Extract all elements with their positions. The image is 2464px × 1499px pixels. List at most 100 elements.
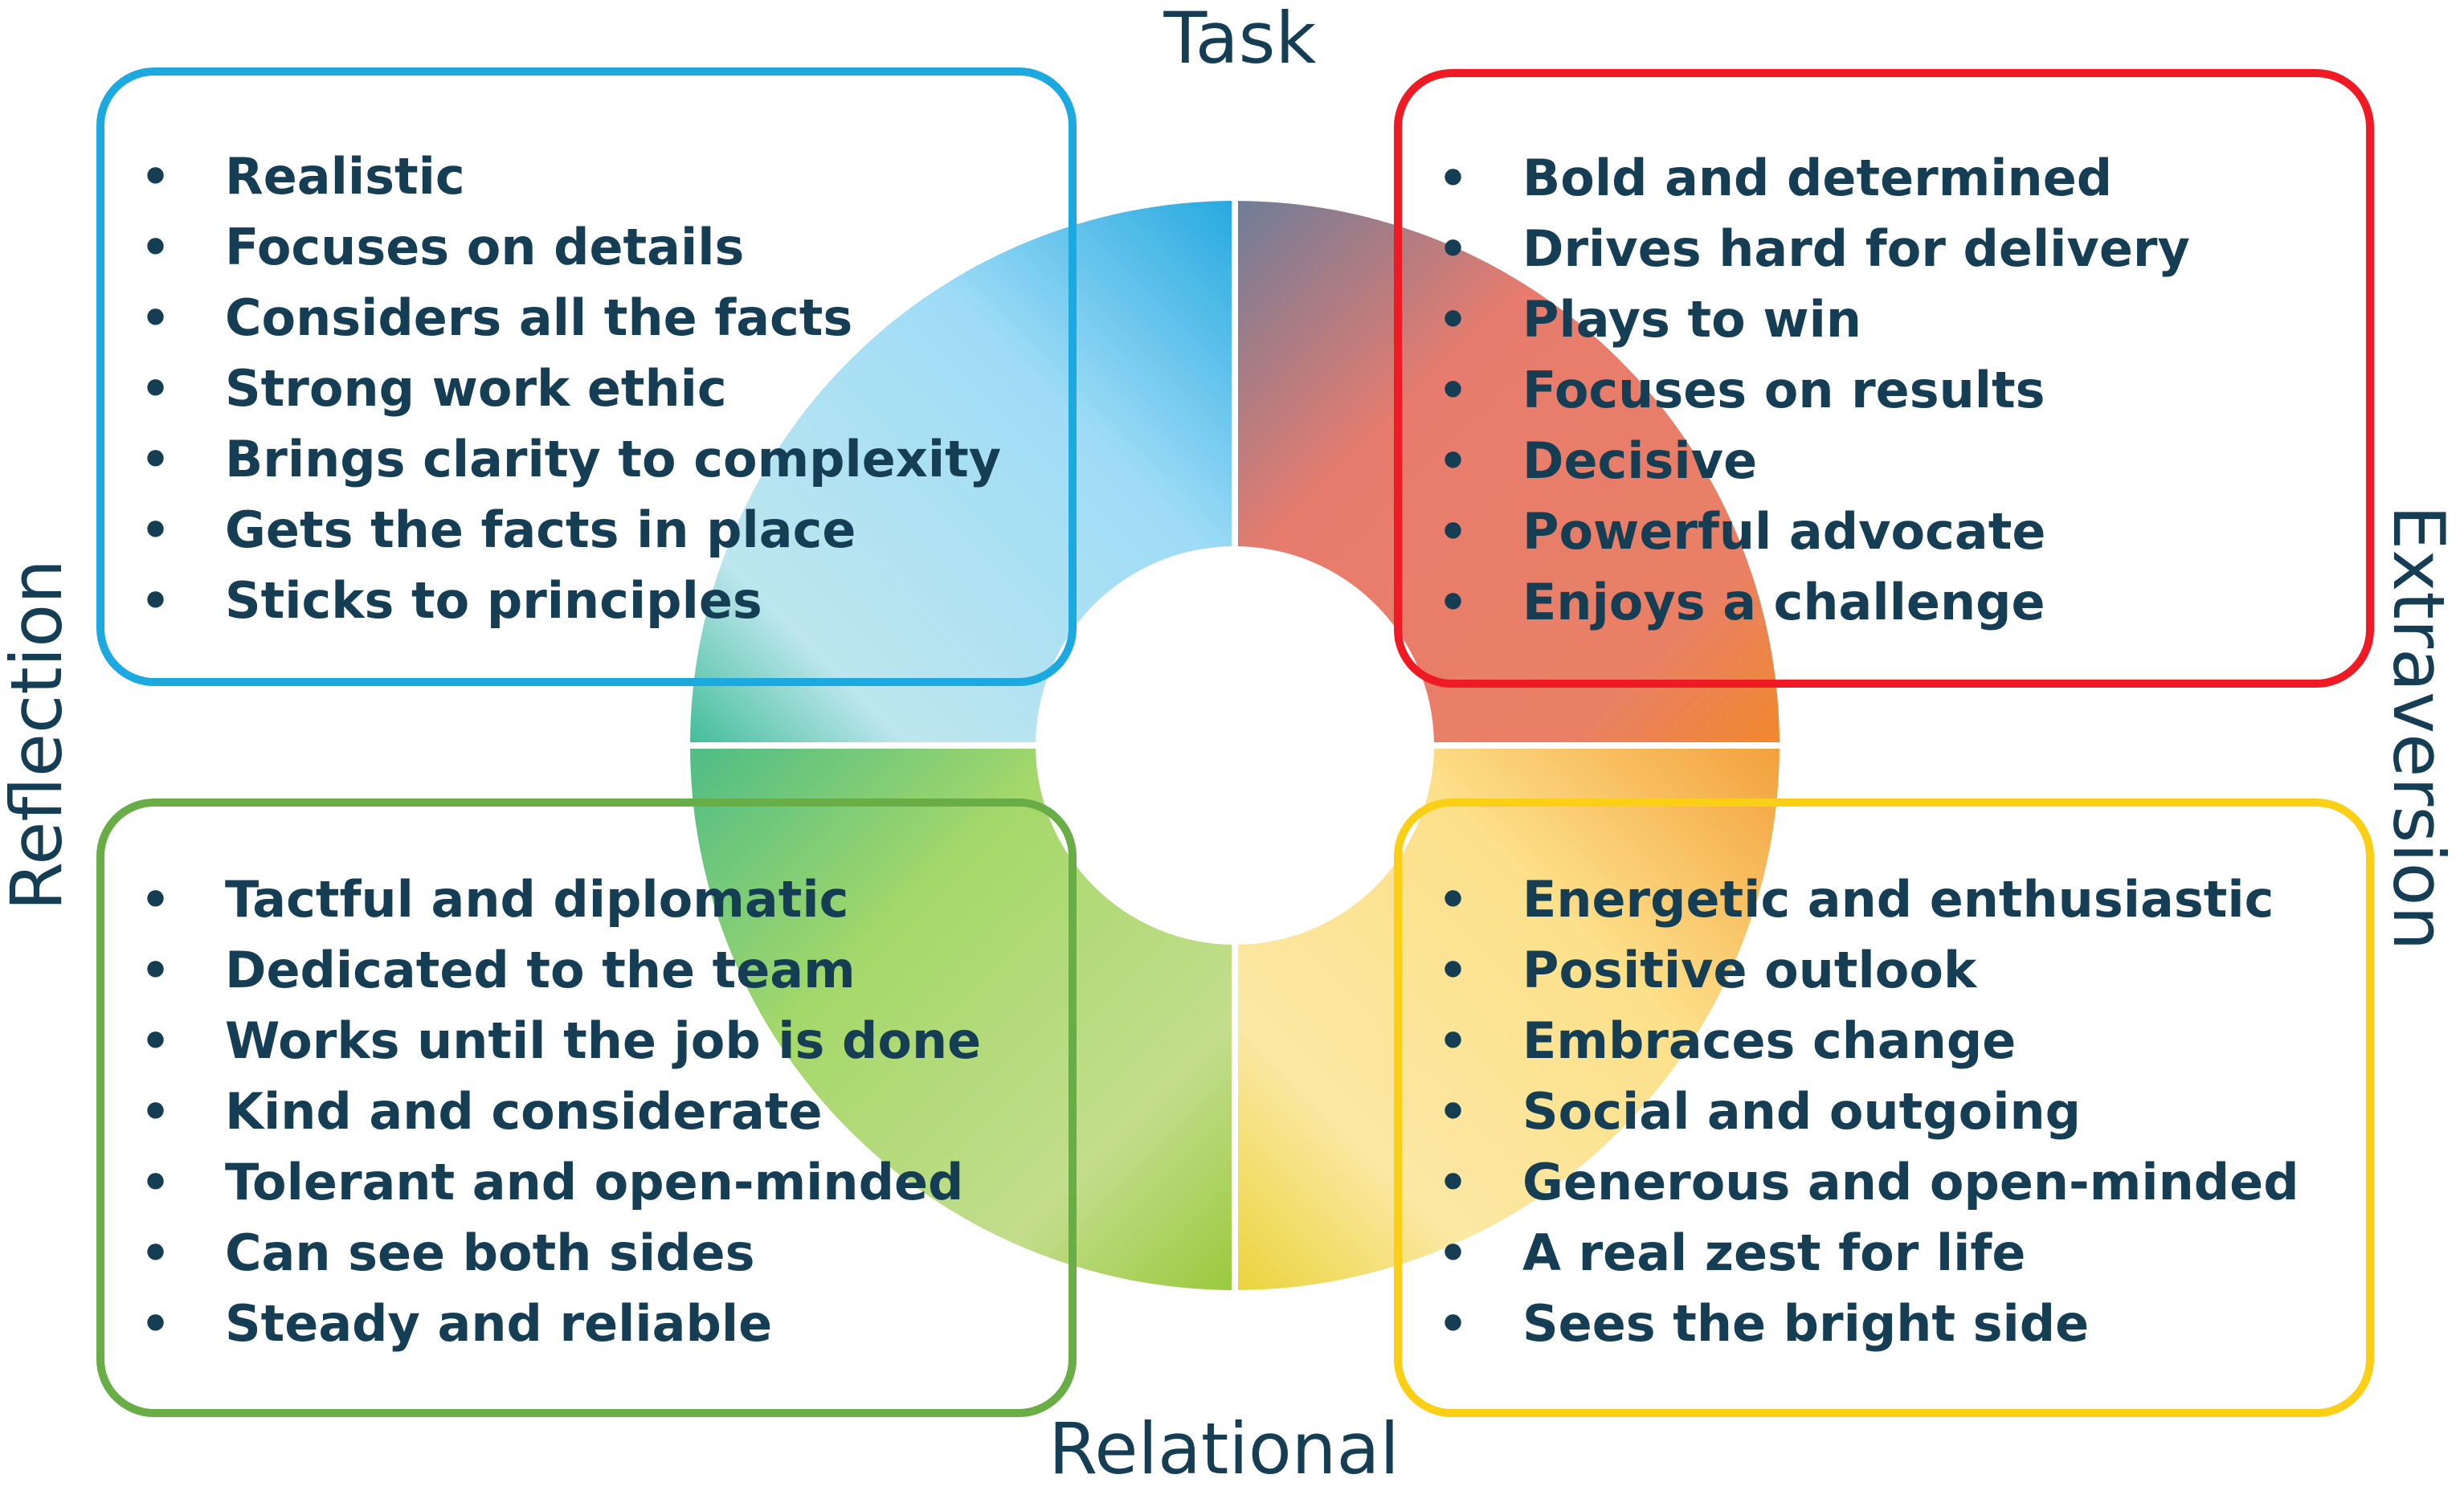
bullet-icon: • (1438, 292, 1469, 347)
trait-text: Steady and reliable (225, 1294, 773, 1353)
trait-item: • Sees the bright side (1438, 1289, 2299, 1359)
trait-item: • Gets the facts in place (141, 495, 1001, 566)
trait-item: • Tolerant and open-minded (141, 1147, 981, 1218)
trait-item: • Considers all the facts (141, 283, 1001, 353)
trait-text: A real zest for life (1522, 1223, 2026, 1282)
trait-text: Powerful advocate (1522, 502, 2046, 561)
bullet-icon: • (1438, 943, 1469, 998)
axis-label-reflection: Reflection (0, 559, 78, 911)
trait-text: Decisive (1522, 431, 1758, 490)
bullet-icon: • (141, 1084, 171, 1139)
quadrant-box-top-left: • Realistic • Focuses on details • Consider… (96, 67, 1077, 686)
bullet-icon: • (1438, 1226, 1469, 1280)
trait-item: • Strong work ethic (141, 353, 1001, 424)
bullet-icon: • (1438, 222, 1469, 276)
bullet-icon: • (141, 291, 171, 345)
quadrant-box-bottom-left: • Tactful and diplomatic • Dedicated to th… (96, 799, 1077, 1417)
bullet-icon: • (141, 943, 171, 998)
trait-item: • Enjoys a challenge (1438, 567, 2190, 638)
trait-item: •Decisive (1438, 426, 2190, 496)
trait-item: • Embraces change (1438, 1006, 2299, 1076)
trait-text: Considers all the facts (225, 288, 853, 347)
trait-text: Energetic and enthusiastic (1522, 870, 2274, 929)
trait-list: • Realistic • Focuses on details • Consider… (141, 141, 1002, 636)
axis-label-relational: Relational (1048, 1407, 1400, 1490)
trait-item: • Generous and open-minded (1438, 1147, 2299, 1218)
trait-item: • Social and outgoing (1438, 1076, 2299, 1147)
bullet-icon: • (1438, 363, 1469, 418)
trait-item: • Energetic and enthusiastic (1438, 864, 2299, 935)
trait-text: Can see both sides (225, 1223, 755, 1282)
trait-list: • Tactful and diplomatic • Dedicated to th… (141, 864, 982, 1359)
trait-text: Enjoys a challenge (1522, 573, 2045, 631)
bullet-icon: • (141, 361, 171, 416)
trait-text: Social and outgoing (1522, 1082, 2081, 1141)
trait-text: Focuses on details (225, 218, 745, 276)
trait-text: Tactful and diplomatic (225, 870, 849, 929)
trait-text: Sticks to principles (225, 571, 762, 630)
trait-text: Bold and determined (1522, 149, 2113, 207)
trait-item: • Focuses on details (141, 212, 1001, 283)
bullet-icon: • (1438, 872, 1469, 927)
trait-text: Generous and open-minded (1522, 1153, 2299, 1211)
trait-text: Realistic (225, 147, 465, 206)
bullet-icon: • (1438, 1084, 1469, 1139)
trait-text: Strong work ethic (225, 359, 727, 418)
bullet-icon: • (1438, 1155, 1469, 1210)
bullet-icon: • (141, 432, 171, 487)
bullet-icon: • (141, 574, 171, 628)
trait-item: • Focuses on results (1438, 355, 2190, 426)
axis-label-task: Task (1163, 0, 1317, 80)
bullet-icon: • (141, 1014, 171, 1068)
trait-item: • Steady and reliable (141, 1289, 981, 1359)
bullet-icon: • (1438, 151, 1469, 206)
trait-item: • Drives hard for delivery (1438, 214, 2190, 284)
bullet-icon: • (141, 149, 171, 204)
ring-segment-top-left (690, 201, 1235, 745)
ring-segment-top-right (1235, 201, 1780, 745)
trait-text: Tolerant and open-minded (225, 1153, 964, 1211)
trait-text: Embraces change (1522, 1011, 2017, 1070)
trait-item: • Realistic (141, 141, 1001, 212)
bullet-icon: • (141, 503, 171, 558)
trait-text: Dedicated to the team (225, 941, 856, 999)
trait-item: • Sticks to principles (141, 566, 1001, 636)
trait-item: • Plays to win (1438, 284, 2190, 355)
axis-label-extraversion: Extraversion (2377, 504, 2460, 951)
bullet-icon: • (1438, 1297, 1469, 1351)
trait-item: • Powerful advocate (1438, 496, 2190, 567)
trait-item: • Kind and considerate (141, 1076, 981, 1147)
ring-segment-bottom-right (1235, 745, 1780, 1290)
trait-item: • Dedicated to the team (141, 935, 981, 1006)
trait-item: • A real zest for life (1438, 1218, 2299, 1289)
bullet-icon: • (141, 872, 171, 927)
trait-item: • Can see both sides (141, 1218, 981, 1289)
trait-text: Kind and considerate (225, 1082, 823, 1141)
trait-list: • Bold and determined • Drives hard for de… (1438, 143, 2190, 638)
quadrant-box-bottom-right: • Energetic and enthusiastic • Positive ou… (1394, 799, 2374, 1417)
trait-item: • Positive outlook (1438, 935, 2299, 1006)
quadrant-box-top-right: • Bold and determined • Drives hard for de… (1394, 69, 2374, 688)
bullet-icon: • (141, 220, 171, 275)
trait-text: Sees the bright side (1522, 1294, 2090, 1353)
bullet-icon: • (141, 1226, 171, 1280)
bullet-icon: • (1438, 504, 1469, 559)
trait-item: • Brings clarity to complexity (141, 424, 1002, 495)
bullet-icon: • (141, 1297, 171, 1351)
trait-text: Positive outlook (1522, 941, 1977, 999)
trait-text: Plays to win (1522, 290, 1862, 349)
trait-text: Gets the facts in place (225, 500, 856, 559)
trait-list: • Energetic and enthusiastic • Positive ou… (1438, 864, 2299, 1359)
trait-text: Works until the job is done (225, 1011, 982, 1070)
bullet-icon: • (141, 1155, 171, 1210)
trait-item: • Works until the job is done (141, 1006, 982, 1076)
trait-text: Drives hard for delivery (1522, 219, 2190, 278)
trait-text: Brings clarity to complexity (225, 430, 1002, 488)
trait-item: • Tactful and diplomatic (141, 864, 981, 935)
bullet-icon: • (1438, 575, 1469, 630)
bullet-icon: • (1438, 1014, 1469, 1068)
trait-text: Focuses on results (1522, 361, 2045, 419)
ring-segment-bottom-left (690, 745, 1235, 1290)
